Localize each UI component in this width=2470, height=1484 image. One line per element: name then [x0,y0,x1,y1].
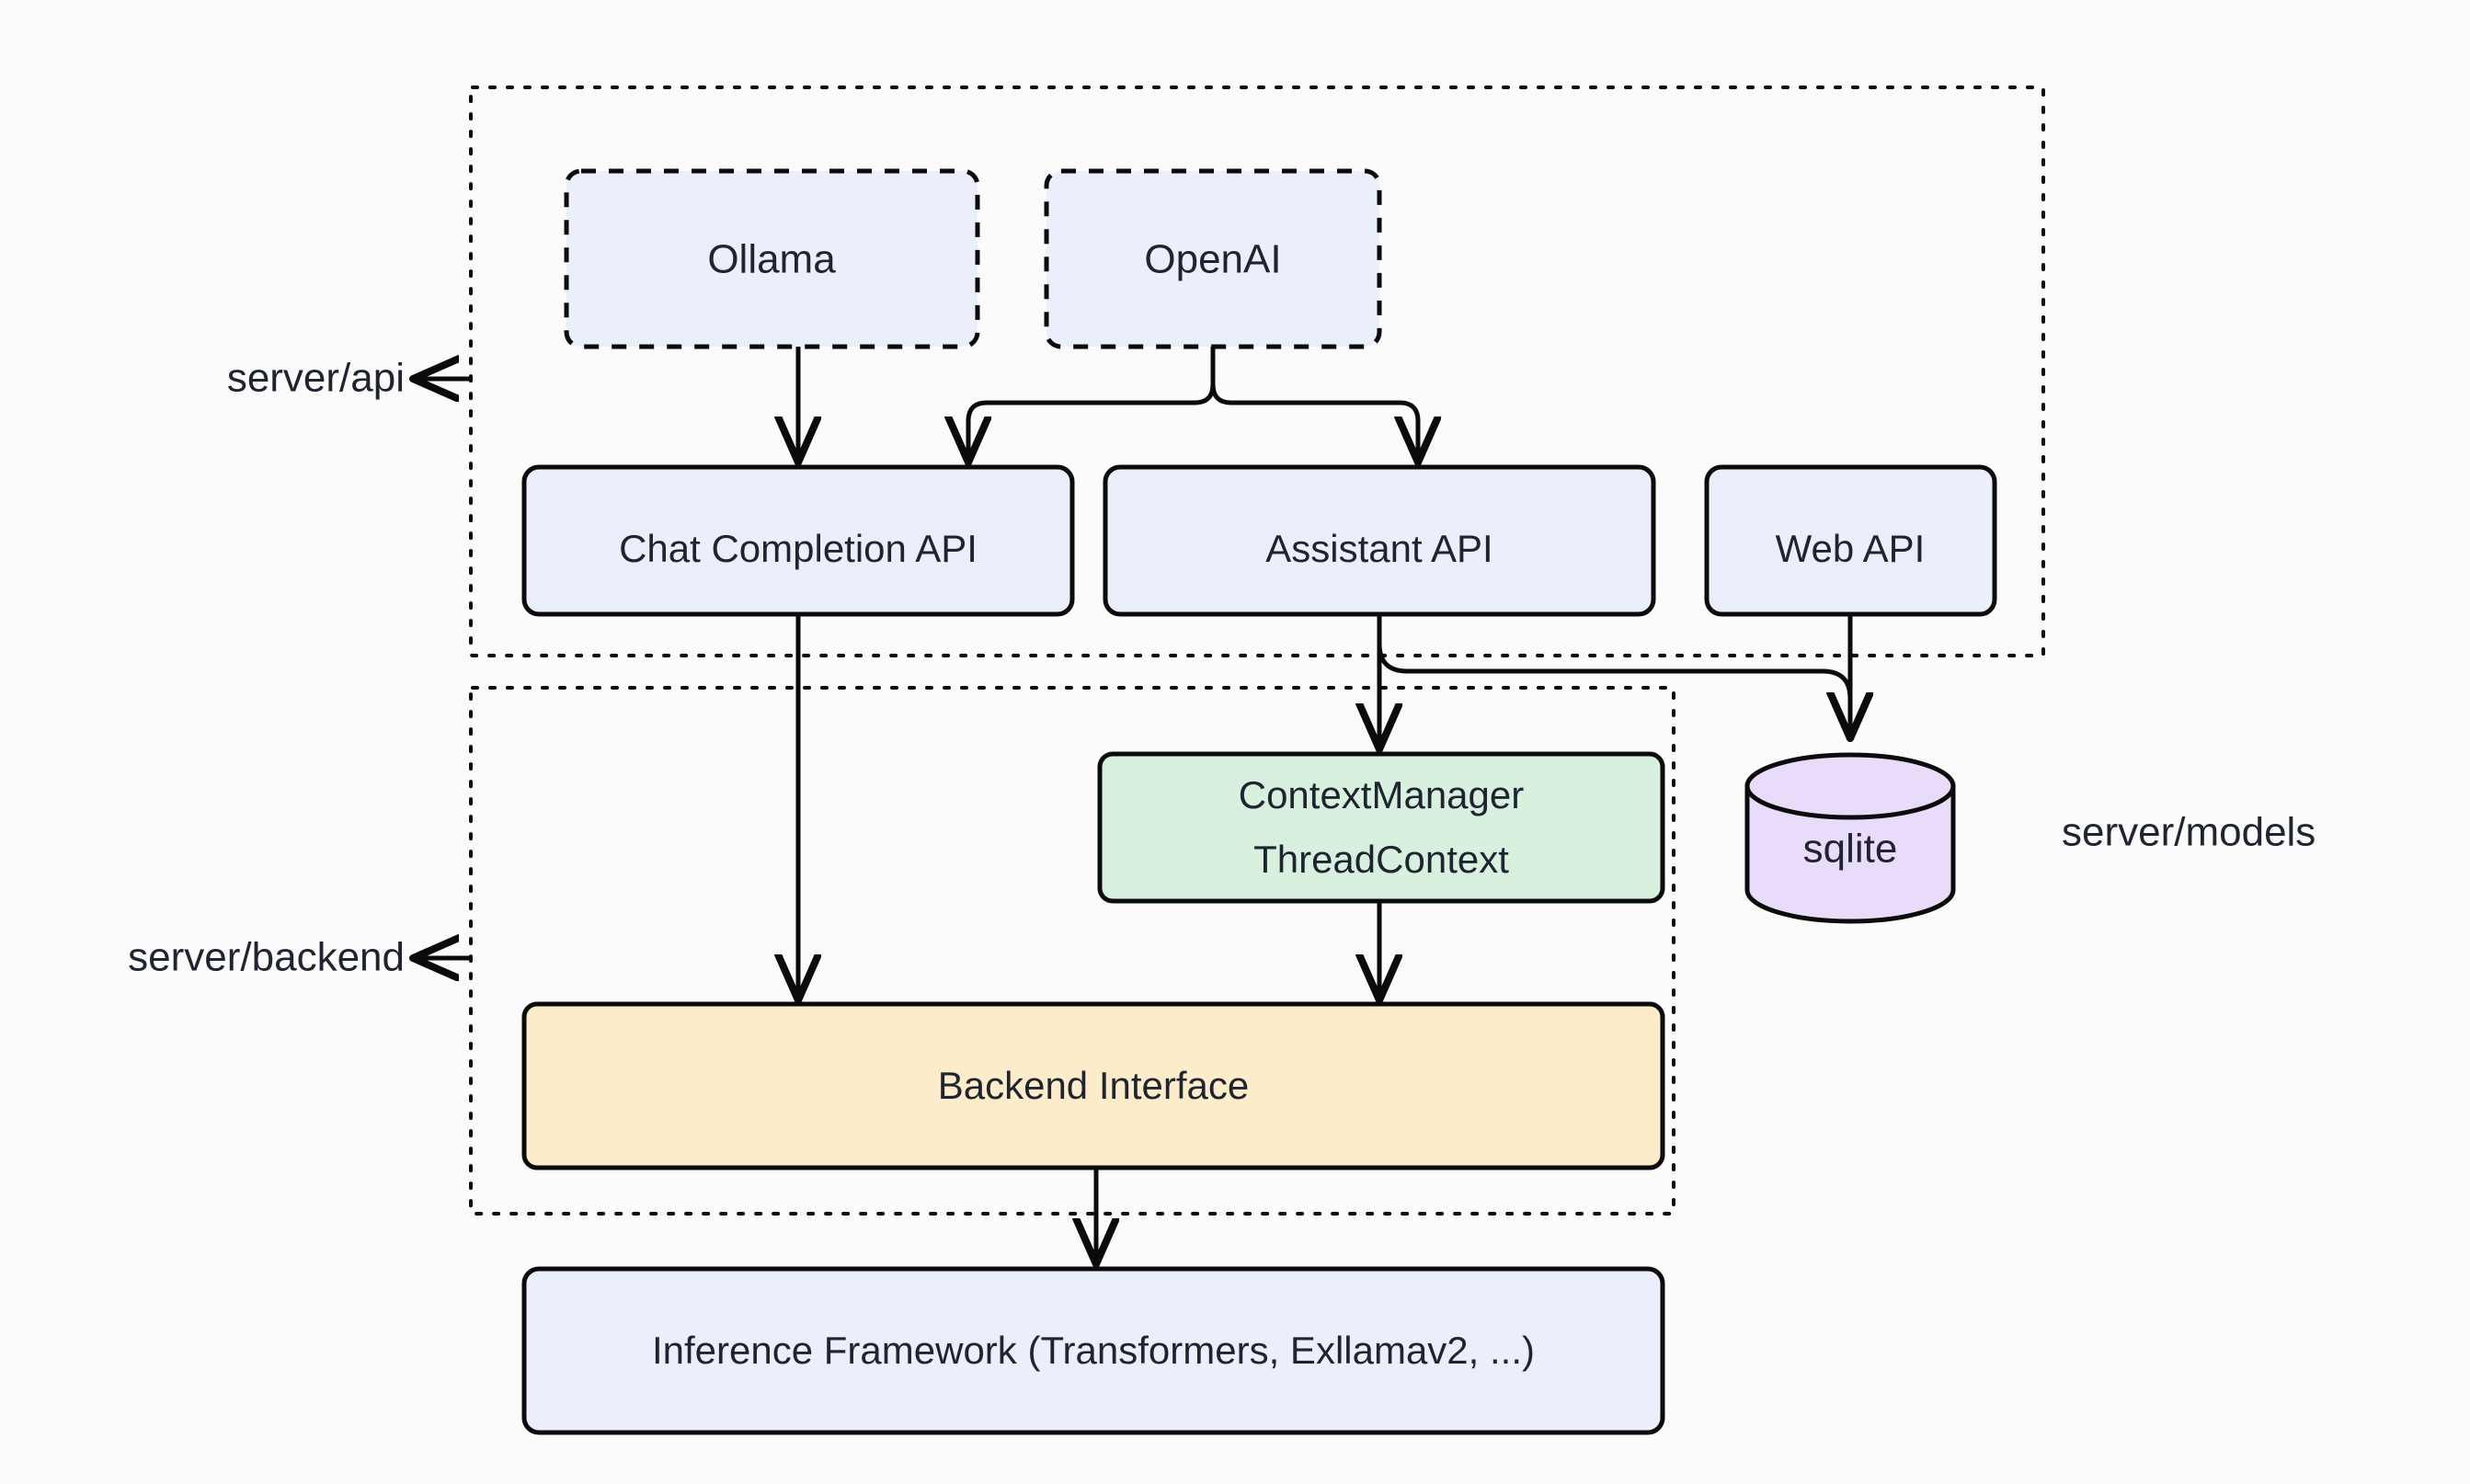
node-context-manager[interactable]: ContextManager ThreadContext [1097,751,1665,904]
group-label-server-api: server/api [227,356,471,401]
node-web-api[interactable]: Web API [1704,464,1997,617]
node-context-manager-label-line1: ContextManager [1239,773,1525,816]
group-label-server-models-text: server/models [2062,810,2316,855]
group-label-server-backend-text: server/backend [128,935,405,980]
node-sqlite[interactable]: sqlite [1744,752,1956,924]
node-sqlite-body [1744,783,1956,924]
node-backend-interface-rect [521,1001,1665,1170]
node-ollama-rect [564,168,980,349]
node-inference-framework-rect [521,1266,1665,1435]
node-backend-interface[interactable]: Backend Interface [521,1001,1665,1170]
node-ollama-label: Ollama [707,237,836,282]
node-assistant-api-label: Assistant API [1265,527,1492,570]
edge-openai-to-chat [968,347,1216,460]
node-ollama[interactable]: Ollama [564,168,980,349]
group-label-server-api-text: server/api [227,356,405,401]
node-assistant-api[interactable]: Assistant API [1103,464,1656,617]
node-context-manager-rect [1097,751,1665,904]
node-chat-completion-api[interactable]: Chat Completion API [521,464,1075,617]
node-inference-framework[interactable]: Inference Framework (Transformers, Exlla… [521,1266,1665,1435]
node-web-api-rect [1704,464,1997,617]
node-openai-label: OpenAI [1144,237,1281,282]
node-chat-completion-api-label: Chat Completion API [619,527,978,570]
node-assistant-api-rect [1103,464,1656,617]
node-web-api-label: Web API [1776,527,1926,570]
node-sqlite-label: sqlite [1803,827,1898,872]
edge-openai-to-assistant [1210,347,1418,460]
group-label-server-backend: server/backend [128,935,471,980]
node-openai[interactable]: OpenAI [1044,168,1382,349]
node-openai-rect [1044,168,1382,349]
node-sqlite-top [1744,752,1956,820]
node-backend-interface-label: Backend Interface [938,1064,1250,1107]
group-container-server-api [469,86,2045,657]
node-context-manager-label-line2: ThreadContext [1253,838,1509,881]
group-container-server-backend [469,686,1675,1216]
node-chat-completion-api-rect [521,464,1075,617]
node-inference-framework-label: Inference Framework (Transformers, Exlla… [652,1329,1535,1372]
